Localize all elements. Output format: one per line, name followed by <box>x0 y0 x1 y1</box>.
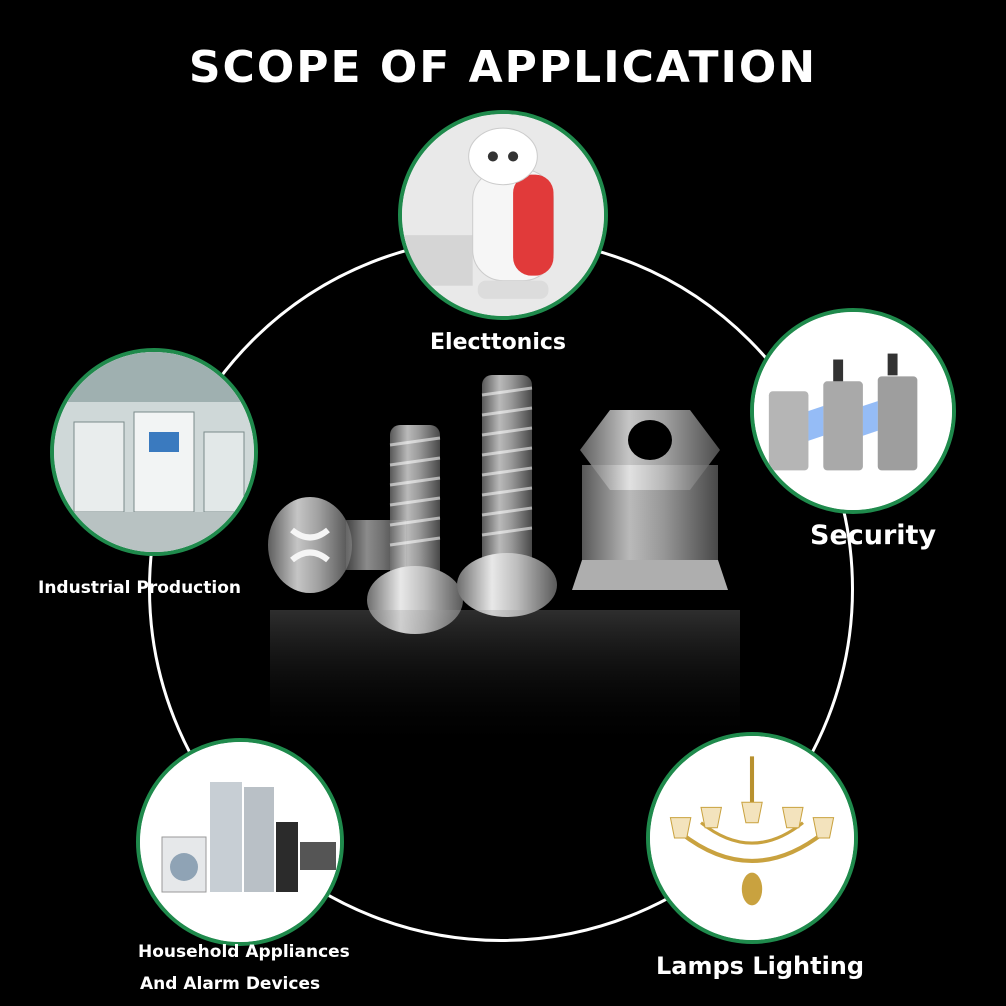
appliances-icon <box>140 742 340 942</box>
household-bubble <box>136 738 344 946</box>
factory-machinery-icon <box>54 352 254 552</box>
electronics-bubble <box>398 110 608 320</box>
chandelier-icon <box>650 736 854 940</box>
electronics-label: Electtonics <box>430 330 567 355</box>
long-screw-icon <box>457 375 557 617</box>
lamps-label: Lamps Lighting <box>656 952 865 980</box>
industrial-bubble <box>50 348 258 556</box>
household-label-line2: And Alarm Devices <box>140 974 321 994</box>
hex-nut-icon <box>572 410 728 590</box>
robot-icon <box>402 114 604 316</box>
security-bubble <box>750 308 956 514</box>
lying-screw-icon <box>268 497 406 593</box>
industrial-label: Industrial Production <box>38 578 241 598</box>
turnstile-gate-icon <box>754 312 952 510</box>
short-screw-icon <box>367 425 463 634</box>
household-label-line1: Household Appliances <box>138 942 350 962</box>
clear-screws-and-nut-image <box>250 360 750 760</box>
page-title: SCOPE OF APPLICATION <box>188 42 818 93</box>
security-label: Security <box>810 520 937 551</box>
lamps-bubble <box>646 732 858 944</box>
